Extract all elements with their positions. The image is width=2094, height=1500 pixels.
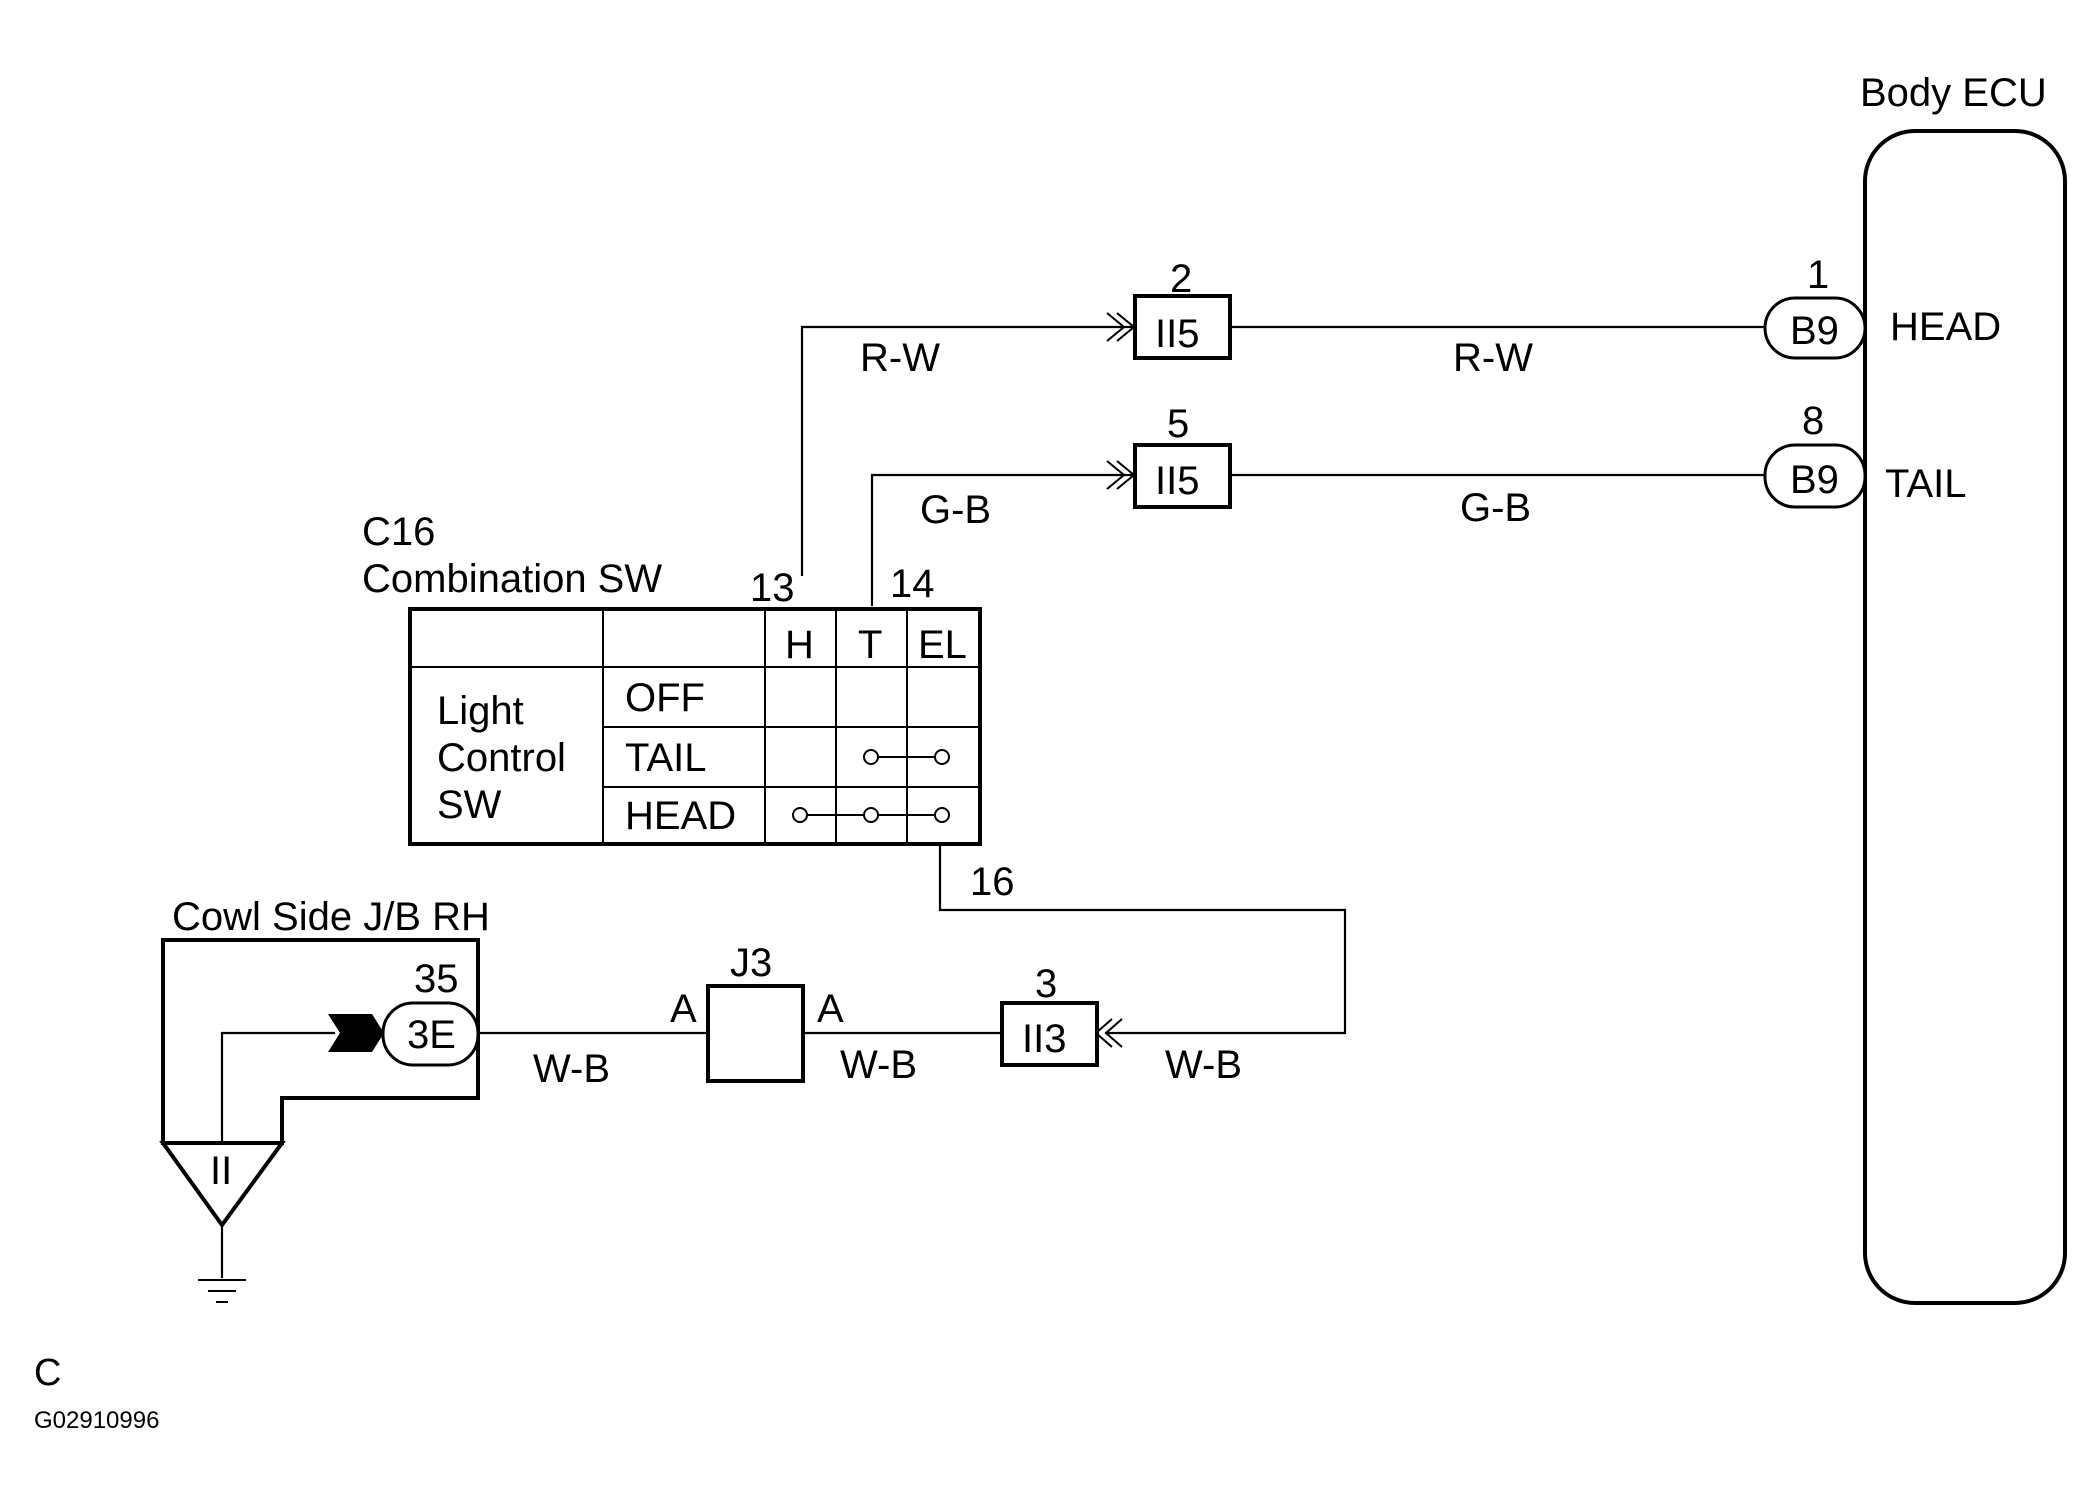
switch-row-tail: TAIL xyxy=(625,736,707,780)
ground-splice-triangle xyxy=(159,1141,286,1229)
junction-j3 xyxy=(706,984,805,1083)
switch-pin-h: 13 xyxy=(750,566,795,610)
junction-left-pin: A xyxy=(670,987,697,1031)
wire-label-wb-1: W-B xyxy=(533,1047,610,1091)
ecu-head-pin: 1 xyxy=(1807,253,1829,297)
splice-lower-label: II5 xyxy=(1155,459,1199,503)
ecu-body xyxy=(1863,129,2067,1305)
footer-letter: C xyxy=(34,1352,61,1394)
ground-symbol-icon xyxy=(198,1279,246,1303)
splice-ground-pin: 3 xyxy=(1035,962,1057,1006)
splice-upper-pin: 2 xyxy=(1170,257,1192,301)
splice-upper xyxy=(1133,294,1232,360)
switch-col-el: EL xyxy=(918,623,967,667)
cowl-ground-label: II xyxy=(210,1149,232,1193)
switch-group-line3: SW xyxy=(437,783,502,827)
switch-pin-gnd: 16 xyxy=(970,860,1015,904)
wire-gb-left xyxy=(870,473,1135,606)
switch-name: Combination SW xyxy=(362,557,662,601)
wire-wb-right xyxy=(938,844,1347,1035)
ecu-head-terminal: HEAD xyxy=(1890,305,2001,349)
continuity-head xyxy=(792,807,950,823)
wire-label-gb-right: G-B xyxy=(1460,486,1531,530)
cowl-connector-label: 3E xyxy=(407,1013,456,1057)
connector-arrow-upper xyxy=(1106,312,1126,342)
cowl-title: Cowl Side J/B RH xyxy=(172,895,490,939)
splice-lower-pin: 5 xyxy=(1167,402,1189,446)
ecu-tail-terminal: TAIL xyxy=(1885,462,1967,506)
switch-group-line2: Control xyxy=(437,736,566,780)
ecu-title: Body ECU xyxy=(1860,71,2047,115)
ecu-head-connector-label: B9 xyxy=(1790,309,1839,353)
switch-col-h: H xyxy=(785,623,814,667)
splice-upper-label: II5 xyxy=(1155,312,1199,356)
ecu-tail-pin: 8 xyxy=(1802,399,1824,443)
switch-code: C16 xyxy=(362,510,435,554)
female-terminal-icon xyxy=(328,1014,384,1052)
switch-row-off: OFF xyxy=(625,676,705,720)
switch-row-head: HEAD xyxy=(625,794,736,838)
wire-rw-left xyxy=(800,325,1135,576)
cowl-internal-wire xyxy=(220,1031,335,1143)
wire-label-wb-2: W-B xyxy=(840,1043,917,1087)
continuity-tail xyxy=(863,749,950,765)
switch-col-t: T xyxy=(858,623,882,667)
connector-arrow-ground xyxy=(1104,1018,1123,1048)
cowl-pin: 35 xyxy=(414,957,459,1001)
switch-pin-t: 14 xyxy=(890,562,935,606)
wire-label-rw-right: R-W xyxy=(1453,336,1533,380)
junction-title: J3 xyxy=(730,941,772,985)
ecu-tail-connector-label: B9 xyxy=(1790,458,1839,502)
splice-ground-label: II3 xyxy=(1022,1017,1066,1061)
switch-group-line1: Light xyxy=(437,689,524,733)
footer-code: G02910996 xyxy=(34,1407,159,1434)
wire-label-rw-left: R-W xyxy=(860,336,940,380)
wire-label-gb-left: G-B xyxy=(920,488,991,532)
switch-table xyxy=(408,607,982,846)
connector-arrow-lower xyxy=(1106,460,1126,490)
junction-right-pin: A xyxy=(817,987,844,1031)
splice-ground xyxy=(1000,1001,1099,1067)
wire-label-wb-3: W-B xyxy=(1165,1043,1242,1087)
